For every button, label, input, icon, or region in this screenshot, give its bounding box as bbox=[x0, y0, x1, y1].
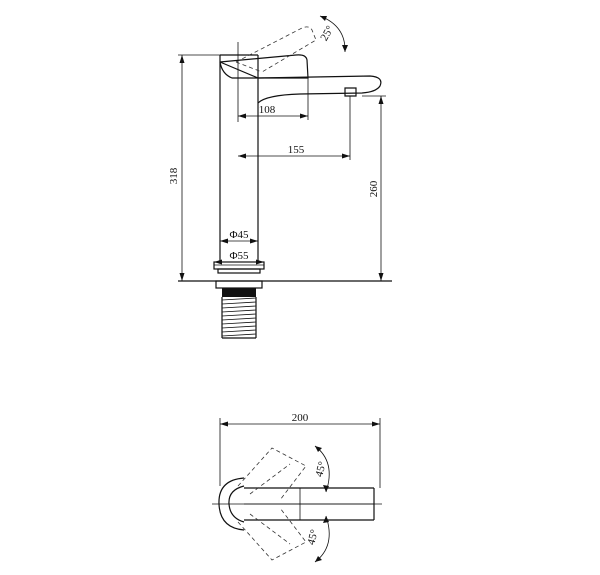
base-flange bbox=[178, 261, 392, 282]
dimension-overall-length: 200 bbox=[219, 412, 381, 488]
body-circle bbox=[212, 477, 382, 531]
spout-height-value: 260 bbox=[368, 180, 380, 197]
side-view: 318 260 108 155 bbox=[168, 15, 392, 339]
spout bbox=[257, 75, 382, 104]
faucet-body bbox=[219, 54, 259, 262]
dimension-lever-reach: 108 bbox=[237, 42, 309, 122]
dimension-base-diameter: Φ55 bbox=[214, 250, 264, 265]
dimension-angle-upper: 45° bbox=[313, 445, 330, 493]
spout-reach-value: 155 bbox=[288, 144, 305, 156]
dimension-angle-lower: 45° bbox=[305, 515, 330, 563]
threaded-shank bbox=[215, 280, 263, 339]
angle-lower-value: 45° bbox=[305, 528, 321, 546]
lever-angle-value: 25° bbox=[318, 24, 336, 43]
dimension-spout-height: 260 bbox=[362, 95, 386, 281]
dimension-body-diameter: Φ45 bbox=[220, 229, 258, 244]
body-diameter-value: Φ45 bbox=[229, 229, 249, 241]
angle-upper-value: 45° bbox=[313, 460, 329, 478]
overall-length-value: 200 bbox=[292, 412, 309, 424]
lever-reach-value: 108 bbox=[259, 104, 276, 116]
top-view: 200 45° 45° bbox=[212, 412, 382, 563]
lever-handle bbox=[219, 54, 309, 79]
lever-rotated-upper bbox=[237, 447, 307, 501]
dimension-lever-angle: 25° bbox=[318, 15, 348, 53]
lever-raised-outline bbox=[235, 26, 317, 73]
thread-lines bbox=[221, 297, 257, 337]
base-diameter-value: Φ55 bbox=[229, 250, 249, 262]
lever-rotated-lower bbox=[237, 507, 307, 561]
overall-height-value: 318 bbox=[168, 167, 180, 184]
dimension-spout-reach: 155 bbox=[238, 96, 351, 160]
dimension-overall-height: 318 bbox=[168, 54, 220, 281]
